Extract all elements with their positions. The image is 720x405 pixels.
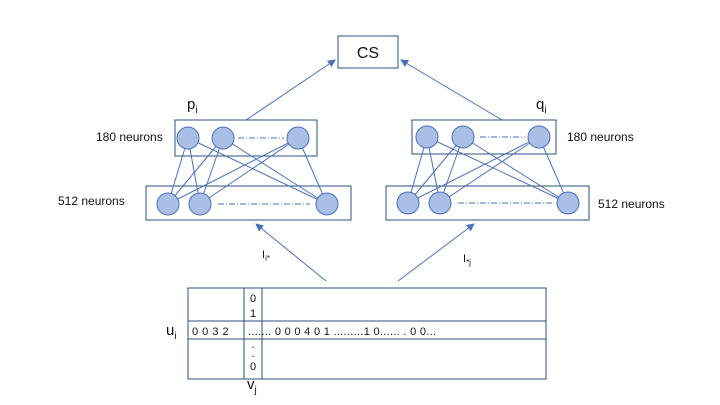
right-top-neuron	[415, 125, 439, 149]
matrix-row-values: 0 0 3 2	[192, 326, 229, 338]
matrix-col-label: vj	[247, 376, 257, 396]
matrix-row-rest: ....... 0 0 0 4 0 1 .........1 0...... .…	[248, 326, 436, 338]
right-bottom-neuron	[428, 191, 452, 215]
right-tower-top-label: qi	[536, 96, 547, 116]
matrix-col-bottom-2: .	[251, 348, 254, 360]
left-tower-top-label: pi	[187, 96, 198, 116]
cs-node: CS	[337, 35, 399, 69]
arrow-left-to-cs	[245, 59, 336, 121]
matrix-row-label: ui	[166, 322, 177, 342]
right-tower: qi 180 neurons 512 neurons I*j	[385, 96, 665, 267]
right-bottom-neuron	[396, 191, 420, 215]
left-tower: pi 180 neurons 512 neurons Ii*	[58, 96, 352, 263]
left-bottom-neuron	[188, 192, 212, 216]
arrow-matrix-to-right-tower	[397, 223, 475, 282]
right-input-label: I*j	[463, 253, 471, 267]
cs-label: CS	[357, 45, 379, 62]
left-input-label: Ii*	[262, 249, 270, 263]
arrow-matrix-to-left-tower	[255, 223, 327, 282]
right-bottom-neuron	[556, 191, 580, 215]
left-bottom-neurons-label: 512 neurons	[58, 194, 125, 208]
right-bottom-layer-box	[385, 185, 590, 221]
matrix-col-bottom-3: 0	[250, 361, 256, 373]
right-top-neuron	[527, 125, 551, 149]
matrix-col-top-1: 0	[250, 293, 256, 305]
matrix-border	[187, 287, 547, 380]
left-top-neurons-label: 180 neurons	[96, 130, 163, 144]
left-bottom-neuron	[315, 192, 339, 216]
left-top-neuron	[286, 126, 310, 150]
left-bottom-neuron	[156, 192, 180, 216]
left-top-neuron	[176, 126, 200, 150]
matrix-col-bottom-1: .	[251, 339, 254, 351]
interaction-matrix: 0 0 3 2 ....... 0 0 0 4 0 1 .........1 0…	[166, 287, 547, 396]
matrix-col-top-2: 1	[250, 308, 256, 320]
right-edges	[407, 136, 569, 204]
right-top-neurons-label: 180 neurons	[567, 130, 634, 144]
right-bottom-neurons-label: 512 neurons	[598, 197, 665, 211]
left-top-neuron	[211, 126, 235, 150]
arrow-right-to-cs	[400, 59, 503, 121]
right-top-neuron	[451, 125, 475, 149]
